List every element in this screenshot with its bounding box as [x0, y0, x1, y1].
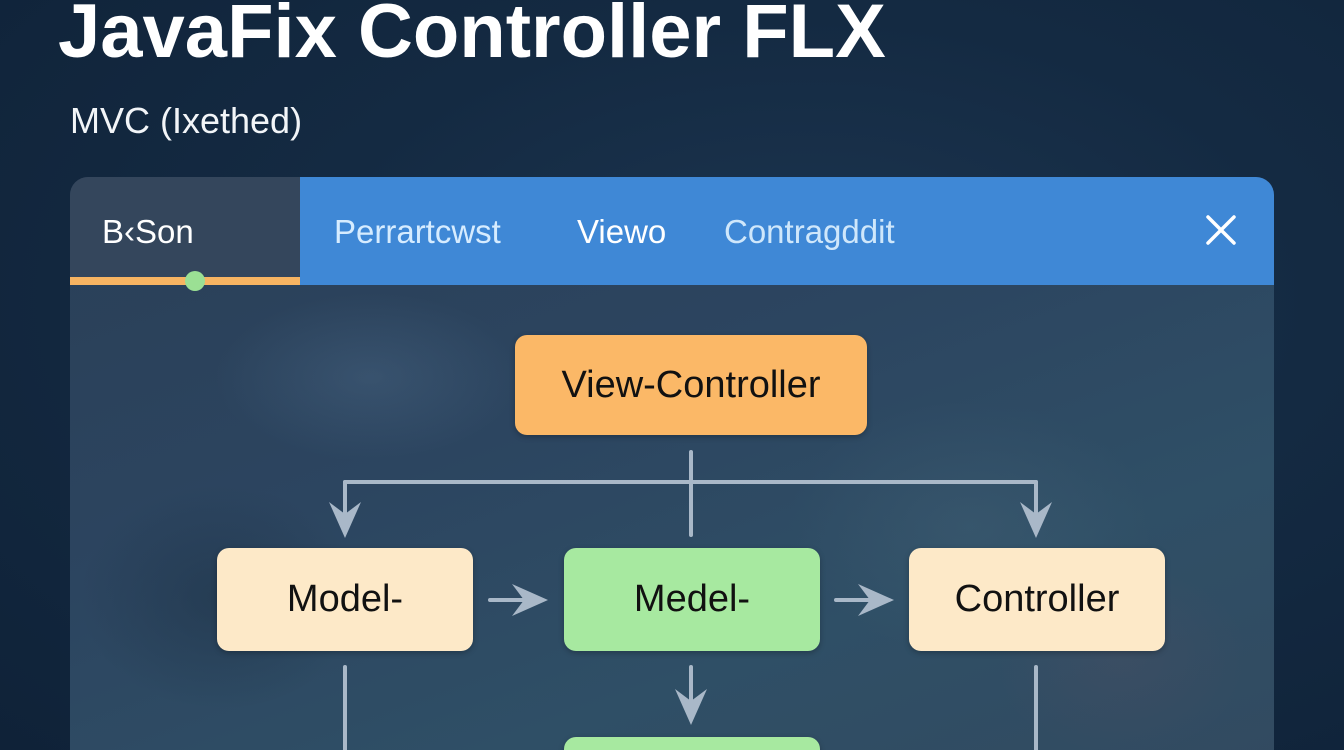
page-subtitle: MVC (Ixethed)	[70, 100, 303, 141]
close-button[interactable]	[1204, 213, 1238, 247]
tab-strip: Perrartcwst Viewo Contragddit	[300, 177, 1274, 285]
tab-indicator-dot[interactable]	[185, 271, 205, 291]
tab-bar: B‹Son Perrartcwst Viewo Contragddit	[70, 177, 1274, 291]
tab-perrartcwst[interactable]: Perrartcwst	[334, 213, 501, 250]
tab-active-label: B‹Son	[102, 213, 194, 250]
close-icon	[1206, 215, 1236, 245]
node-medel[interactable]: Medel-	[564, 548, 820, 651]
node-controller[interactable]: Controller	[909, 548, 1165, 651]
node-model[interactable]: Model-	[217, 548, 473, 651]
tab-active[interactable]: B‹Son	[70, 177, 300, 291]
node-view-controller[interactable]: View-Controller	[515, 335, 867, 435]
diagram-panel: B‹Son Perrartcwst Viewo Contragddit	[70, 177, 1274, 750]
tab-contragddit[interactable]: Contragddit	[724, 213, 895, 250]
page-title: JavaFix Controller FLX	[58, 0, 886, 74]
tab-viewo[interactable]: Viewo	[577, 213, 667, 250]
node-bottom[interactable]	[564, 737, 820, 750]
